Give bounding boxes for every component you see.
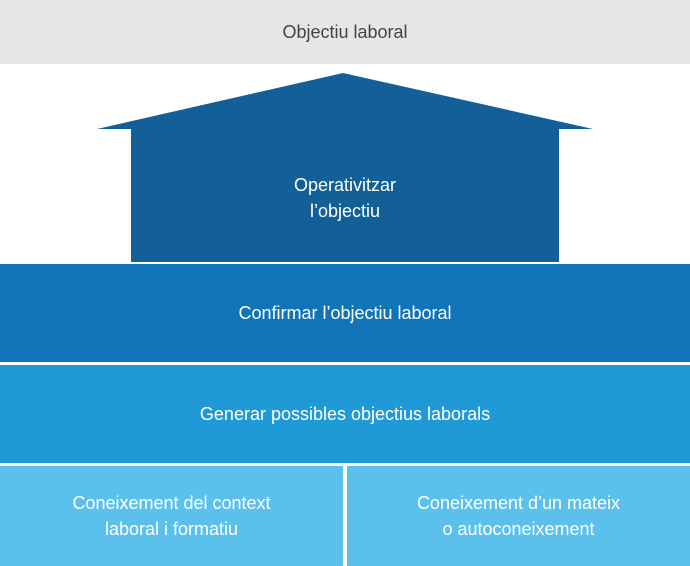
- foundation-self-knowledge: Coneixement d’un mateix o autoconeixemen…: [347, 466, 690, 566]
- roof-label-box: Operativitzar l’objectiu: [131, 130, 559, 260]
- roof-label-line1: Operativitzar: [293, 175, 397, 195]
- foundation-left-line2: laboral i formatiu: [104, 519, 239, 539]
- generate-goals-label: Generar possibles objectius laborals: [199, 404, 491, 424]
- foundation-right-line2: o autoconeixement: [442, 519, 595, 539]
- roof-polygon: [97, 73, 593, 262]
- foundation-context-knowledge: Coneixement del context laboral i format…: [0, 466, 343, 566]
- confirm-goal-label: Confirmar l’objectiu laboral: [238, 303, 452, 323]
- roof-label-line2: l’objectiu: [309, 201, 381, 221]
- goal-banner: Objectiu laboral: [0, 0, 690, 64]
- generate-goals-bar: Generar possibles objectius laborals: [0, 365, 690, 463]
- confirm-goal-bar: Confirmar l’objectiu laboral: [0, 264, 690, 362]
- goal-label: Objectiu laboral: [282, 22, 408, 42]
- foundation-right-line1: Coneixement d’un mateix: [416, 493, 621, 513]
- foundation-left-line1: Coneixement del context: [72, 493, 271, 513]
